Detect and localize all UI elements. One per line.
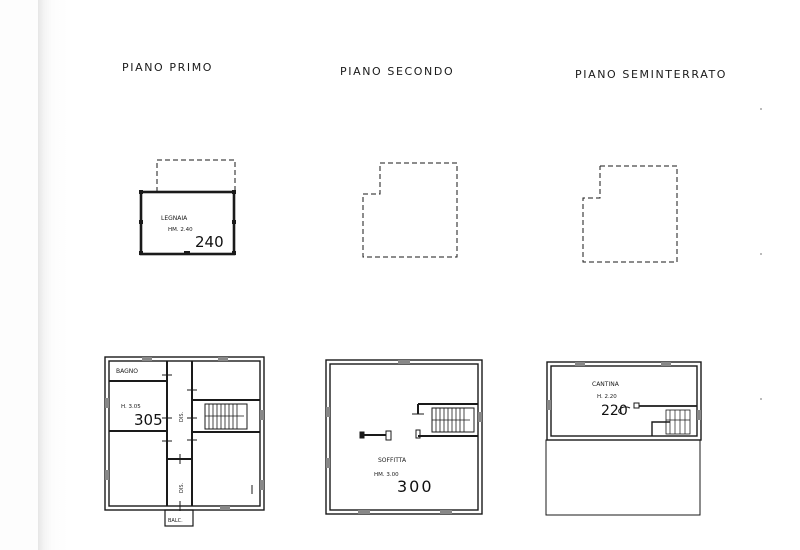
handwritten-height-cantina: 220	[601, 403, 628, 419]
room-label-legnaia: LEGNAIA	[161, 215, 188, 222]
plan-soffitta	[325, 359, 483, 515]
height-label-primo: H. 3.05	[121, 404, 141, 410]
room-label-dis-lower: DIS.	[179, 483, 185, 493]
title-piano-secondo: PIANO SECONDO	[340, 65, 455, 78]
dashed-outline-secondo	[362, 162, 458, 258]
plan-legnaia	[139, 159, 236, 256]
handwritten-height-soffitta: 300	[397, 477, 434, 496]
room-label-cantina: CANTINA	[592, 381, 620, 388]
room-label-soffitta: SOFFITTA	[378, 457, 407, 464]
room-label-bagno: BAGNO	[116, 368, 138, 375]
plan-piano-primo	[104, 356, 265, 527]
dashed-outline-seminterrato	[582, 165, 678, 263]
handwritten-height-legnaia: 240	[195, 233, 224, 251]
scan-speck	[760, 108, 762, 110]
height-label-legnaia: HM. 2.40	[168, 227, 193, 233]
title-piano-primo: PIANO PRIMO	[122, 61, 214, 74]
scan-speck	[760, 398, 762, 400]
handwritten-height-primo: 305	[134, 411, 163, 429]
height-label-soffitta: HM. 3.00	[374, 472, 399, 478]
height-label-cantina: H. 2.20	[597, 394, 617, 400]
plan-cantina	[545, 361, 702, 516]
title-piano-seminterrato: PIANO SEMINTERRATO	[575, 68, 728, 81]
room-label-balcone: BALC.	[168, 518, 183, 524]
document-page	[38, 0, 800, 550]
room-label-dis-upper: DIS.	[179, 412, 185, 422]
scan-speck	[760, 253, 762, 255]
